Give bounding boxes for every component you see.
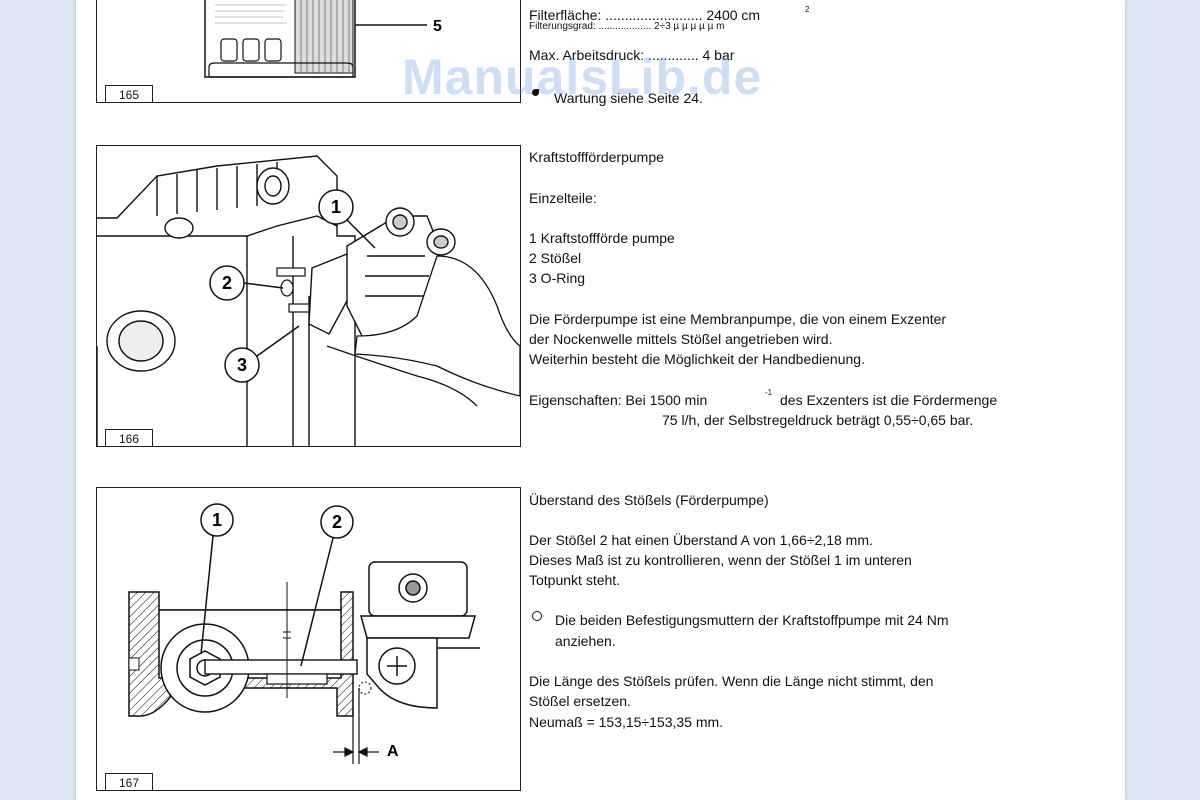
callout-3: 3 <box>237 355 247 375</box>
manual-page: 5 165 <box>76 0 1125 800</box>
callout-5: 5 <box>433 18 442 35</box>
dimension-label: A <box>387 743 399 760</box>
properties-line-a: Eigenschaften: Bei 1500 min <box>529 392 708 408</box>
bullet-circle-icon <box>532 611 542 621</box>
callout-2: 2 <box>222 273 232 293</box>
part-item-3: 3 O-Ring <box>529 270 586 286</box>
figure-167: A 1 2 167 <box>96 487 521 791</box>
filter-area-line: Filterfläche: ......................... … <box>529 7 761 23</box>
tappet-section-diagram: A 1 2 <box>128 503 480 764</box>
properties-line-c: 75 l/h, der Selbstregeldruck beträgt 0,5… <box>662 412 974 428</box>
tappet-para2-line3: Neumaß = 153,15÷153,35 mm. <box>529 714 724 730</box>
figure-number: 166 <box>105 429 153 446</box>
figure-166: 1 2 3 166 <box>96 145 521 447</box>
tappet-para1-line2: Dieses Maß ist zu kontrollieren, wenn de… <box>529 552 912 568</box>
figure-number: 165 <box>105 85 153 102</box>
maintenance-note: Wartung siehe Seite 24. <box>554 90 703 106</box>
callout-1: 1 <box>212 510 222 530</box>
pump-description-3: Weiterhin besteht die Möglichkeit der Ha… <box>529 351 865 367</box>
properties-line-b: des Exzenters ist die Fördermenge <box>780 392 998 408</box>
figure-number: 167 <box>105 773 153 790</box>
callout-2: 2 <box>332 512 342 532</box>
wartung-icon <box>532 89 539 96</box>
tappet-para1-line1: Der Stößel 2 hat einen Überstand A von 1… <box>529 532 873 548</box>
filter-grade-line: Filterungsgrad: ................... 2÷3 … <box>529 21 725 32</box>
tappet-bullet-line2: anziehen. <box>555 633 616 649</box>
fuel-pump-illustration: 1 2 3 <box>97 155 520 446</box>
filter-area-superscript: 2 <box>805 5 810 14</box>
pump-description-1: Die Förderpumpe ist eine Membranpumpe, d… <box>529 311 947 327</box>
parts-heading: Einzelteile: <box>529 190 597 206</box>
tappet-para2-line1: Die Länge des Stößels prüfen. Wenn die L… <box>529 673 934 689</box>
tappet-title: Überstand des Stößels (Förderpumpe) <box>529 492 769 508</box>
tappet-bullet-line1: Die beiden Befestigungsmuttern der Kraft… <box>555 612 949 628</box>
max-pressure-line: Max. Arbeitsdruck: ............. 4 bar <box>529 47 735 63</box>
filter-illustration: 5 <box>204 0 442 78</box>
tappet-para1-line3: Totpunkt steht. <box>529 572 621 588</box>
watermark: ManualsLib.de <box>402 49 763 105</box>
part-item-2: 2 Stößel <box>529 250 582 266</box>
properties-superscript: -1 <box>765 388 773 397</box>
pump-title: Kraftstoffförderpumpe <box>529 149 664 165</box>
pump-description-2: der Nockenwelle mittels Stößel angetrieb… <box>529 331 833 347</box>
callout-1: 1 <box>331 197 341 217</box>
part-item-1: 1 Kraftstoffförde pumpe <box>529 230 675 246</box>
figure-165: 5 165 <box>96 0 521 103</box>
tappet-para2-line2: Stößel ersetzen. <box>529 693 631 709</box>
